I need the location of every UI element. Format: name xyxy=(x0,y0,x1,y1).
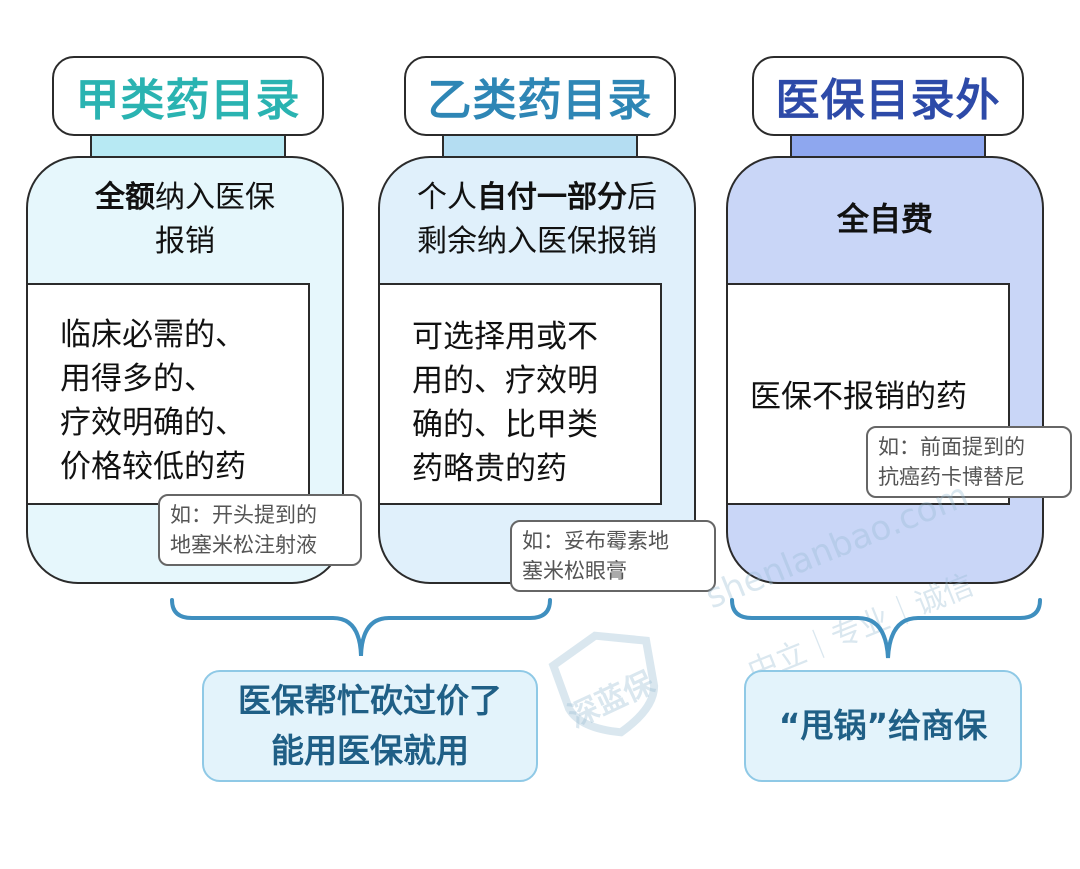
class-a-example-note: 如：开头提到的 地塞米松注射液 xyxy=(158,494,362,566)
class-b-desc-line: 可选择用或不 xyxy=(412,319,598,355)
class-b-note-line: 如：妥布霉素地 xyxy=(522,529,669,553)
outside-coverage-bold: 全自费 xyxy=(836,200,933,238)
class-b-desc-line: 确的、比甲类 xyxy=(412,407,598,443)
outside-lid: 医保目录外 xyxy=(752,56,1024,136)
class-a-coverage: 全额纳入医保 报销 xyxy=(30,176,340,264)
class-a-description: 临床必需的、 用得多的、 疗效明确的、 价格较低的药 xyxy=(26,283,310,505)
class-b-example-note: 如：妥布霉素地 塞米松眼膏 xyxy=(510,520,716,592)
right-summary-text: “甩锅”给商保 xyxy=(778,706,988,745)
watermark-logo-icon xyxy=(548,628,668,738)
class-a-title: 甲类药目录 xyxy=(75,75,301,126)
class-a-desc-line: 价格较低的药 xyxy=(60,449,246,485)
right-summary-bubble: “甩锅”给商保 xyxy=(744,670,1022,782)
outside-neck xyxy=(790,136,986,158)
class-b-desc-line: 药略贵的药 xyxy=(412,451,567,487)
class-a-coverage-rest: 纳入医保 xyxy=(155,180,275,215)
class-b-coverage-post: 后 xyxy=(627,180,657,215)
right-bracket xyxy=(730,598,1042,659)
class-b-lid: 乙类药目录 xyxy=(404,56,676,136)
class-b-neck xyxy=(442,136,638,158)
class-b-note-line: 塞米松眼膏 xyxy=(522,559,627,583)
outside-desc-line: 医保不报销的药 xyxy=(750,379,967,415)
class-b-coverage-bold: 自付一部分 xyxy=(477,180,627,215)
class-b-description: 可选择用或不 用的、疗效明 确的、比甲类 药略贵的药 xyxy=(378,283,662,505)
class-b-desc-line: 用的、疗效明 xyxy=(412,363,598,399)
class-a-coverage-line2: 报销 xyxy=(155,224,215,259)
class-a-coverage-bold: 全额 xyxy=(95,180,155,215)
class-a-note-line: 如：开头提到的 xyxy=(170,503,317,527)
class-b-coverage: 个人自付一部分后 剩余纳入医保报销 xyxy=(382,176,692,264)
outside-note-line: 抗癌药卡博替尼 xyxy=(878,465,1025,489)
outside-title: 医保目录外 xyxy=(775,75,1001,126)
outside-note-line: 如：前面提到的 xyxy=(878,435,1025,459)
left-bracket xyxy=(170,598,552,657)
class-a-neck xyxy=(90,136,286,158)
class-b-title: 乙类药目录 xyxy=(427,75,653,126)
outside-coverage: 全自费 xyxy=(730,197,1040,241)
class-a-desc-line: 临床必需的、 xyxy=(60,317,246,353)
class-b-coverage-pre: 个人 xyxy=(417,180,477,215)
class-a-desc-line: 疗效明确的、 xyxy=(60,405,246,441)
outside-example-note: 如：前面提到的 抗癌药卡博替尼 xyxy=(866,426,1072,498)
left-summary-line: 能用医保就用 xyxy=(271,731,469,770)
left-summary-line: 医保帮忙砍过价了 xyxy=(238,681,502,720)
left-summary-bubble: 医保帮忙砍过价了 能用医保就用 xyxy=(202,670,538,782)
class-a-desc-line: 用得多的、 xyxy=(60,361,215,397)
class-a-note-line: 地塞米松注射液 xyxy=(170,533,317,557)
class-a-lid: 甲类药目录 xyxy=(52,56,324,136)
class-b-coverage-line2: 剩余纳入医保报销 xyxy=(417,224,657,259)
